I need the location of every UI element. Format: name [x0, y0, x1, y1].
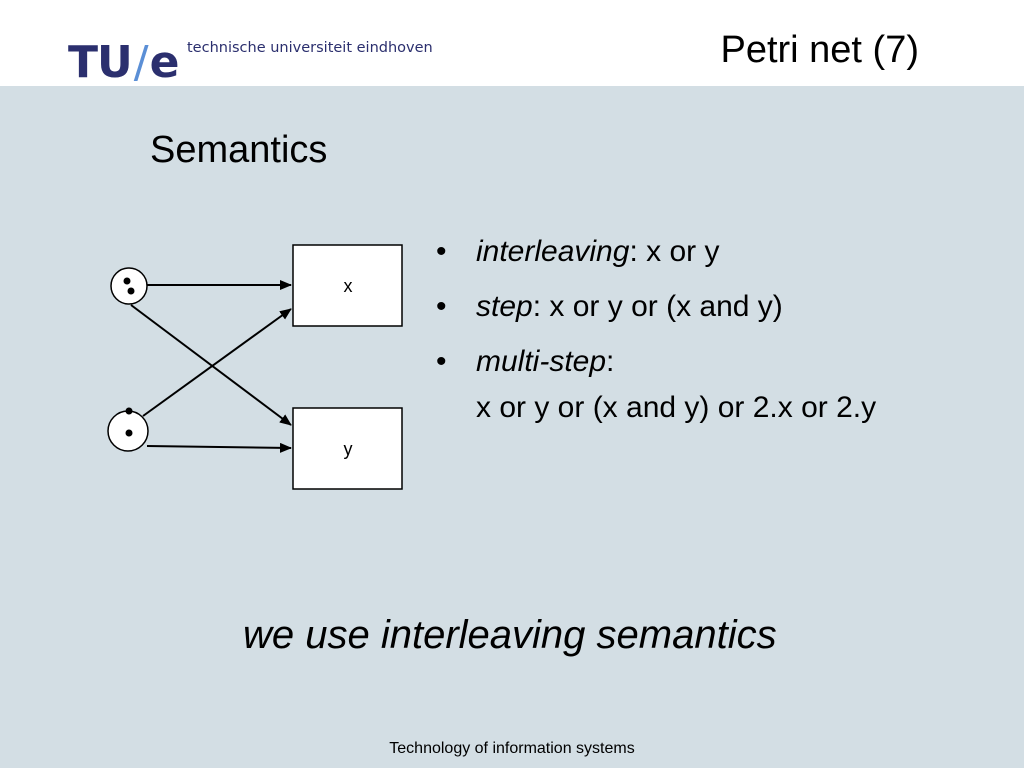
- bullet-text: :: [606, 345, 615, 378]
- semantics-list: • interleaving: x or y • step: x or y or…: [436, 228, 956, 439]
- conclusion-text: we use interleaving semantics: [243, 613, 777, 657]
- transition-y-label: y: [344, 439, 353, 459]
- token: [127, 287, 135, 295]
- bullet-term: step: [476, 290, 533, 323]
- logo-slash: /: [133, 37, 149, 88]
- bullet-text: : x or y or (x and y): [532, 290, 783, 323]
- bullet-dot: •: [436, 235, 447, 268]
- university-name: technische universiteit eindhoven: [187, 40, 433, 56]
- slide-header: TU/e technische universiteit eindhoven P…: [0, 0, 1024, 88]
- arc-p2-x: [142, 308, 292, 417]
- bullet-term: interleaving: [476, 235, 630, 268]
- list-item: • interleaving: x or y: [436, 228, 956, 275]
- slide-title: Petri net (7): [720, 29, 919, 71]
- bullet-continuation: x or y or (x and y) or 2.x or 2.y: [476, 391, 877, 424]
- tue-logo: TU/e: [68, 37, 180, 88]
- section-heading: Semantics: [150, 129, 328, 171]
- list-item: • step: x or y or (x and y): [436, 283, 956, 330]
- bullet-text: : x or y: [629, 235, 720, 268]
- token: [125, 407, 133, 415]
- transition-y: [292, 407, 403, 490]
- arc-p1-y: [130, 304, 292, 426]
- place-p1: [110, 267, 148, 305]
- footer-text: Technology of information systems: [389, 740, 635, 757]
- transition-x: [292, 244, 403, 327]
- list-item: • multi-step: x or y or (x and y) or 2.x…: [436, 338, 956, 431]
- bullet-term: multi-step: [476, 345, 607, 378]
- logo-e-text: e: [149, 37, 180, 88]
- token: [123, 277, 131, 285]
- transition-x-label: x: [344, 276, 353, 296]
- bullet-dot: •: [436, 345, 447, 378]
- bullet-dot: •: [436, 290, 447, 323]
- token: [125, 429, 133, 437]
- arc-p2-y: [146, 442, 292, 453]
- logo-tu-text: TU: [68, 37, 133, 88]
